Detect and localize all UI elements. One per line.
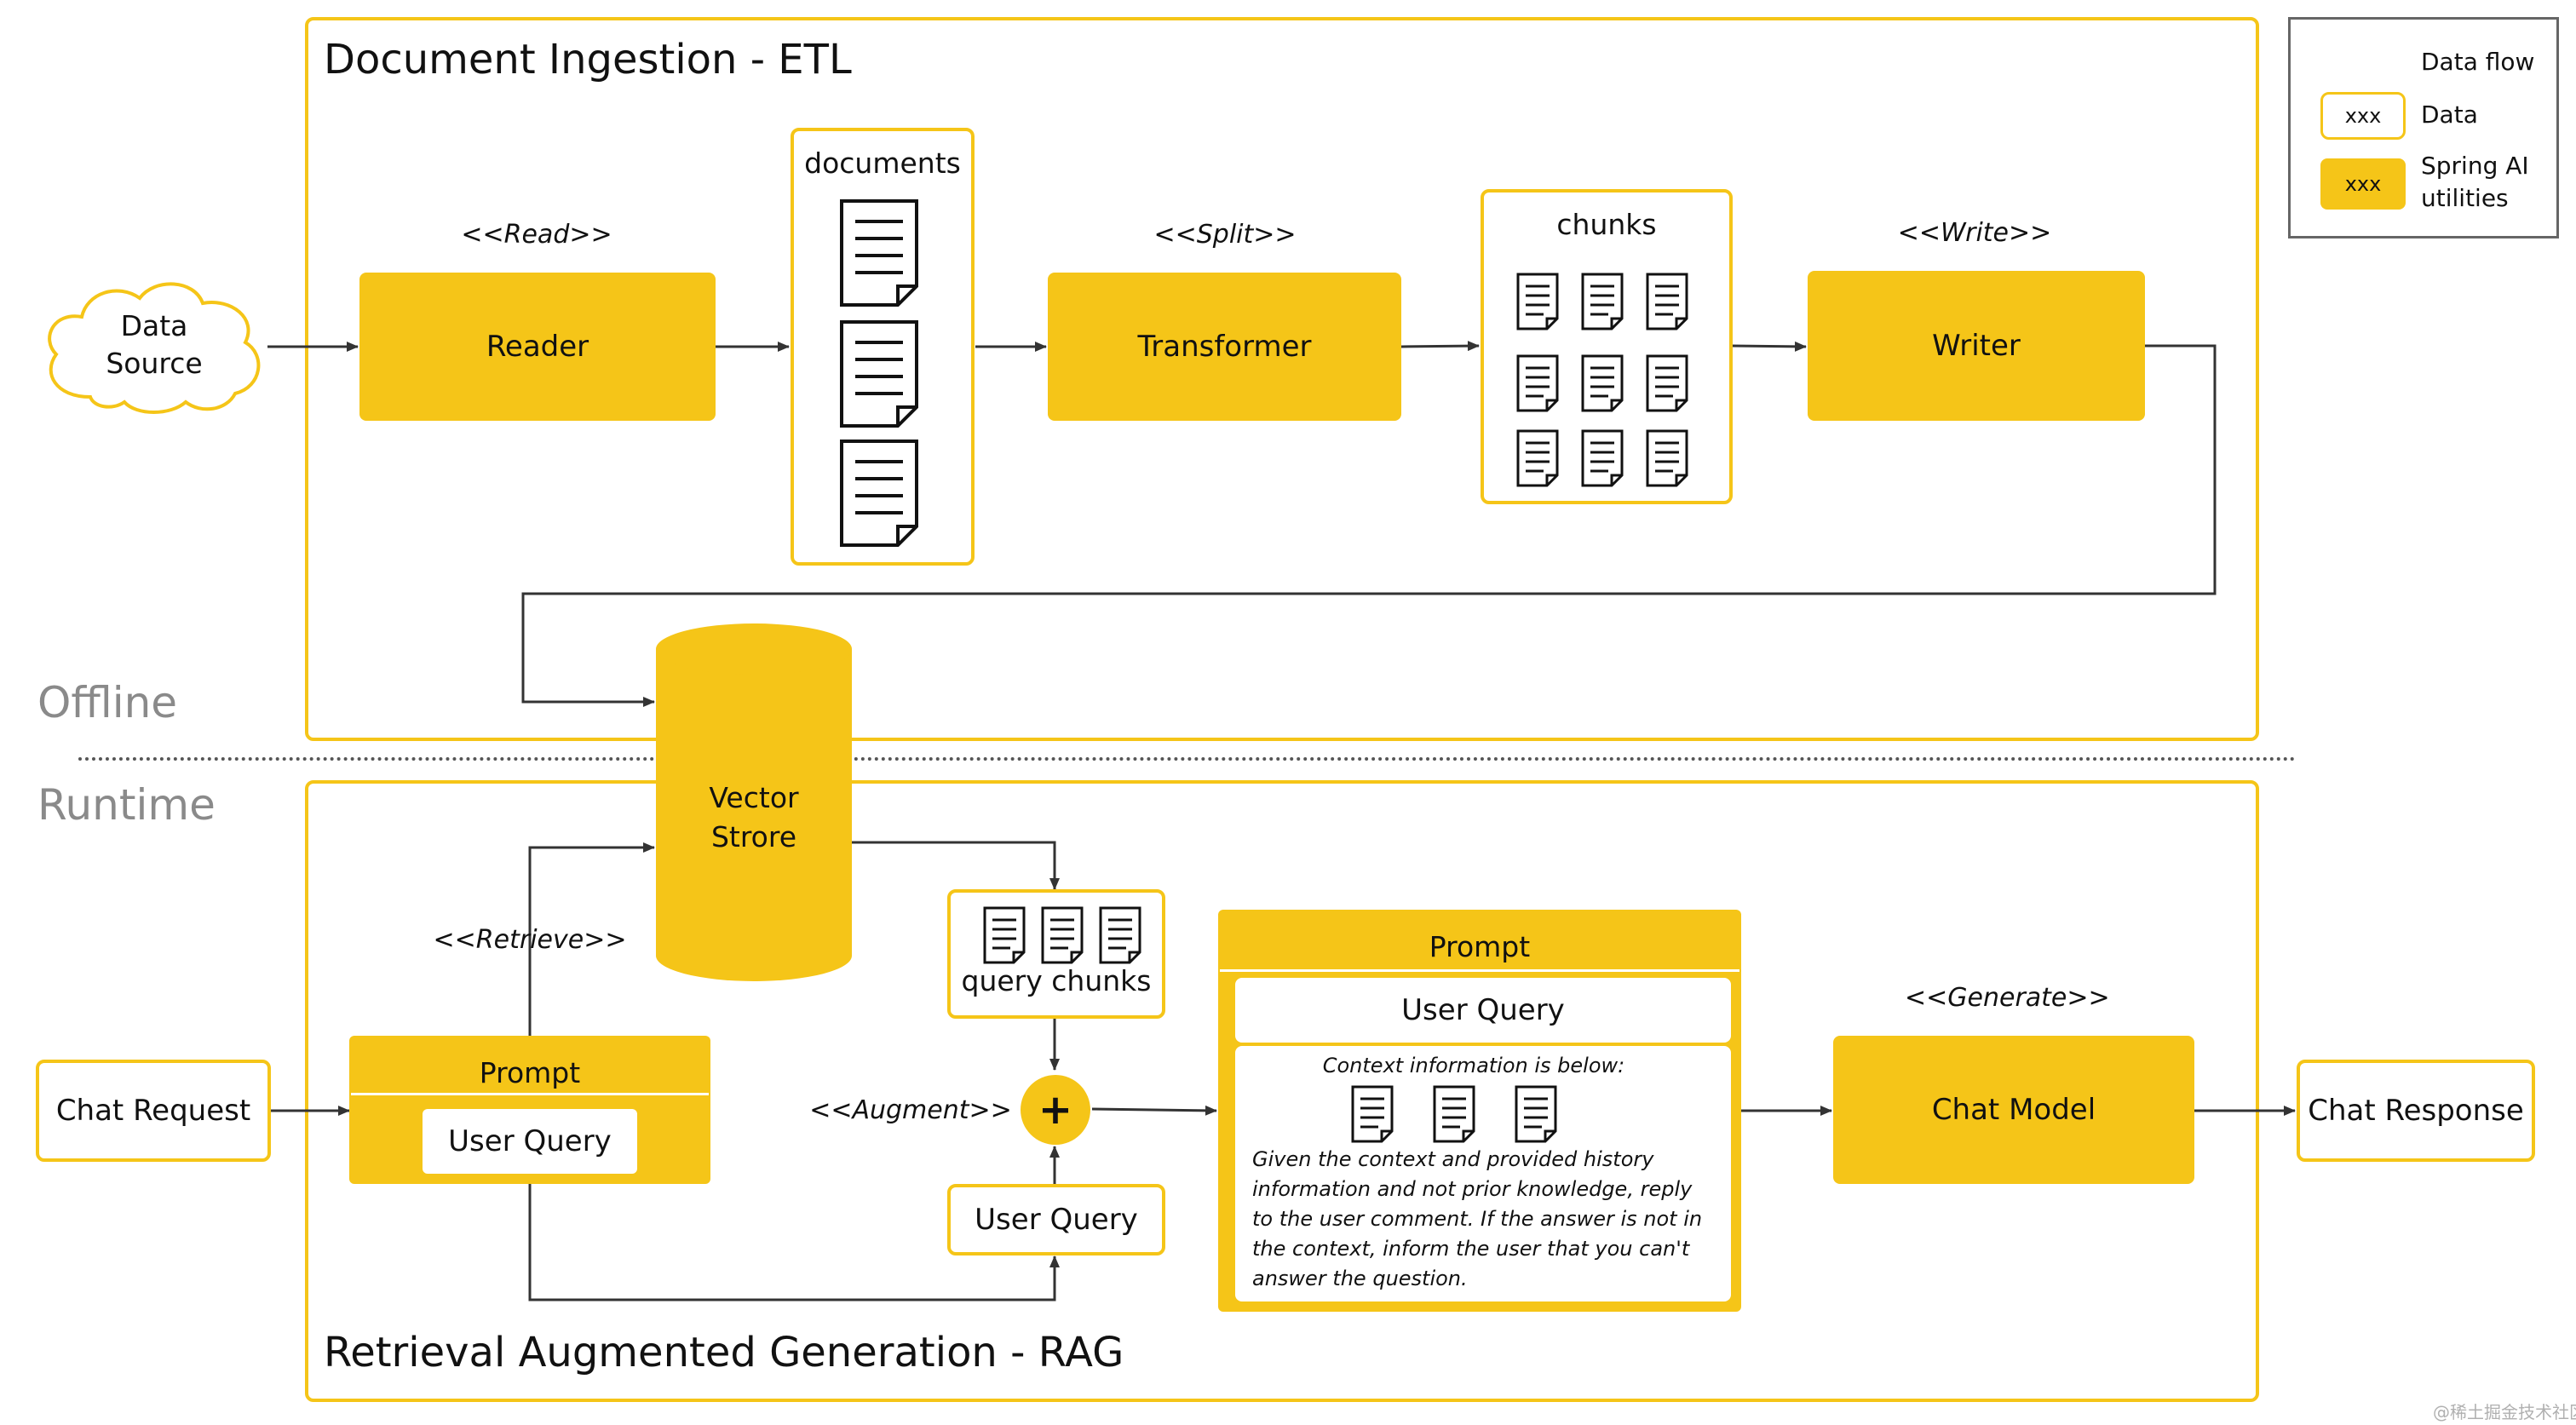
legend-spring-sample: xxx bbox=[2320, 158, 2406, 210]
generate-stereotype: <<Generate>> bbox=[1905, 983, 2110, 1013]
data-source-label: Data Source bbox=[106, 309, 203, 380]
prompt-header: Prompt bbox=[479, 1056, 581, 1089]
legend-spring-ai-label: Spring AI utilities bbox=[2421, 152, 2529, 212]
context-heading: Context information is below: bbox=[1322, 1054, 1625, 1077]
chat-request-box: Chat Request bbox=[36, 1060, 271, 1162]
data-source-cloud: Data Source bbox=[34, 269, 274, 421]
cloud-icon bbox=[48, 282, 261, 414]
read-stereotype: <<Read>> bbox=[461, 220, 612, 250]
legend-data-flow-label: Data flow bbox=[2421, 48, 2535, 76]
prompt-separator bbox=[351, 1093, 709, 1095]
augmented-user-query: User Query bbox=[1235, 978, 1731, 1043]
context-instructions: Given the context and provided history i… bbox=[1252, 1147, 1703, 1290]
augment-stereotype: <<Augment>> bbox=[809, 1095, 1012, 1125]
augmented-prompt-separator bbox=[1220, 969, 1739, 972]
query-chunk-icons bbox=[983, 906, 1141, 964]
chat-response-box: Chat Response bbox=[2297, 1060, 2535, 1162]
split-stereotype: <<Split>> bbox=[1153, 220, 1297, 250]
legend-data-label: Data bbox=[2421, 101, 2478, 129]
offline-runtime-divider bbox=[78, 757, 2297, 761]
user-query-box: User Query bbox=[947, 1184, 1165, 1255]
watermark: @稀土掘金技术社区 bbox=[2433, 1402, 2576, 1422]
documents-label: documents bbox=[804, 147, 961, 180]
rag-title: Retrieval Augmented Generation - RAG bbox=[324, 1329, 1124, 1376]
transformer-box: Transformer bbox=[1048, 273, 1401, 421]
context-panel bbox=[1235, 1046, 1731, 1301]
vector-store-label: Vector Strore bbox=[709, 781, 799, 853]
runtime-label: Runtime bbox=[37, 780, 216, 830]
chunks-label: chunks bbox=[1556, 208, 1657, 241]
writer-box: Writer bbox=[1808, 271, 2145, 421]
augmented-prompt-header: Prompt bbox=[1429, 930, 1531, 963]
etl-title: Document Ingestion - ETL bbox=[324, 36, 852, 83]
reader-box: Reader bbox=[359, 273, 716, 421]
document-icon bbox=[840, 320, 918, 428]
retrieve-stereotype: <<Retrieve>> bbox=[433, 925, 627, 955]
document-icon bbox=[840, 440, 918, 547]
vector-store-cylinder bbox=[656, 623, 852, 981]
prompt-user-query: User Query bbox=[423, 1109, 637, 1174]
chat-model-box: Chat Model bbox=[1833, 1036, 2194, 1184]
legend-data-sample: xxx bbox=[2320, 92, 2406, 140]
document-icons bbox=[840, 199, 918, 547]
document-icon bbox=[840, 199, 918, 307]
augment-plus-icon: + bbox=[1021, 1075, 1090, 1145]
context-doc-icons bbox=[1351, 1085, 1557, 1143]
offline-label: Offline bbox=[37, 678, 178, 727]
write-stereotype: <<Write>> bbox=[1897, 218, 2052, 248]
chunk-icons bbox=[1516, 273, 1688, 487]
query-chunks-label: query chunks bbox=[961, 964, 1152, 997]
